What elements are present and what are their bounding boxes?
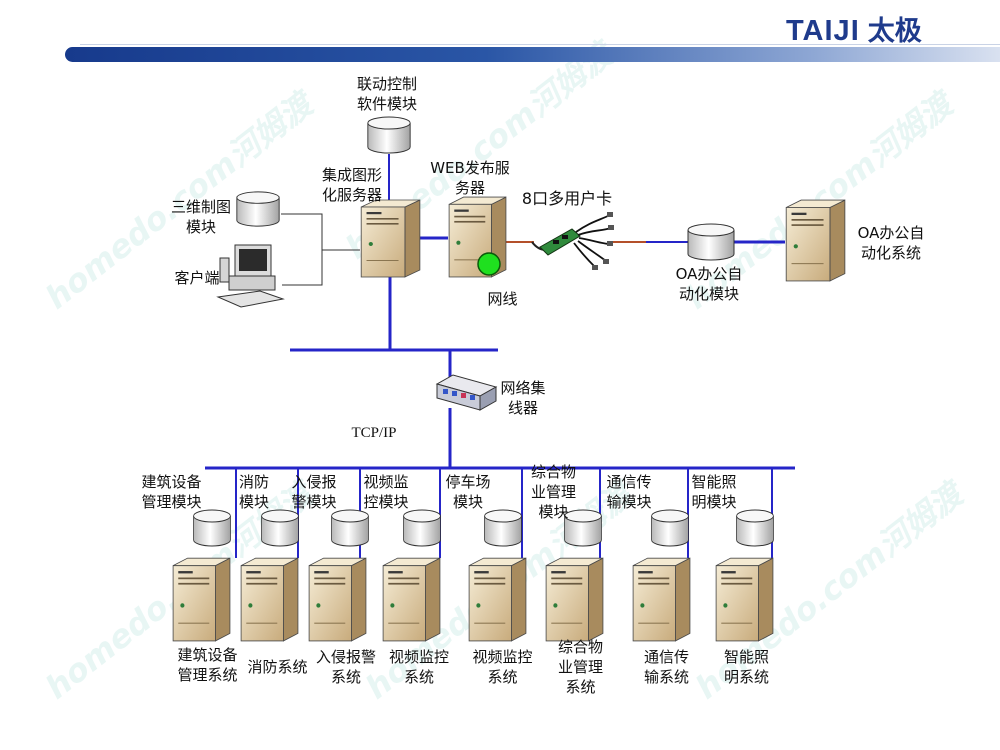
card-cable <box>577 240 607 262</box>
serial-card-icon <box>531 212 614 270</box>
hub-port <box>461 393 466 398</box>
client-computer-icon <box>216 244 285 308</box>
system-label: 综合物 业管理 系统 <box>557 638 603 696</box>
module-label: 视频监 控模块 <box>363 473 409 511</box>
speaker <box>219 257 230 283</box>
hub-label: 网络集 线器 <box>500 379 546 417</box>
card-cable <box>577 227 612 236</box>
card-connector <box>608 225 614 230</box>
system-label: 消防系统 <box>247 658 308 676</box>
card-chip <box>553 240 559 244</box>
system-label: 视频监控 系统 <box>472 648 533 686</box>
card-connector <box>592 265 598 270</box>
hub-port <box>443 389 448 394</box>
card-connector <box>607 241 613 246</box>
brand-name: TAIJI <box>786 15 860 47</box>
header-bar <box>65 47 1000 62</box>
system-label: 建筑设备 管理系统 <box>177 646 238 684</box>
modeling-module-label: 三维制图 模块 <box>170 198 231 236</box>
oa-module-label: OA办公自 动化模块 <box>675 265 743 303</box>
subsystem-database-icon <box>651 509 689 547</box>
card-chip <box>562 235 568 239</box>
module-label: 智能照 明模块 <box>691 473 737 511</box>
subsystem-server-icon <box>632 557 691 642</box>
subsystem-database-icon <box>193 509 231 547</box>
subsystem-database-icon <box>736 509 774 547</box>
subsystem-database-icon <box>261 509 299 547</box>
web-server-label: WEB发布服 务器 <box>430 159 510 197</box>
system-label: 入侵报警 系统 <box>315 648 376 686</box>
module-label: 综合物 业管理 模块 <box>530 463 576 521</box>
module-label: 建筑设备 管理模块 <box>141 473 202 511</box>
module-label: 通信传 输模块 <box>606 473 652 511</box>
hub-port <box>452 391 457 396</box>
network-hub-icon <box>435 374 498 411</box>
card-cable <box>578 237 611 245</box>
integrated-server-label: 集成图形 化服务器 <box>321 166 382 204</box>
protocol-label: TCP/IP <box>351 425 397 441</box>
card-connector <box>603 259 609 264</box>
subsystem-server-icon <box>308 557 367 642</box>
hub-side <box>479 386 497 411</box>
client-label: 客户端 <box>174 269 220 287</box>
header-divider <box>80 44 1000 45</box>
cable-label: 网线 <box>487 290 518 308</box>
linkage-module-label: 联动控制 软件模块 <box>356 75 417 113</box>
subsystem-server-icon <box>545 557 604 642</box>
hub-port <box>470 395 475 400</box>
system-label: 智能照 明系统 <box>723 648 769 686</box>
card-connector <box>607 212 613 217</box>
subsystem-server-icon <box>715 557 774 642</box>
subsystem-server-icon <box>172 557 231 642</box>
card-board <box>539 228 581 256</box>
modeling-database-icon <box>236 191 280 227</box>
status-led-icon <box>477 252 501 276</box>
subsystem-server-icon <box>240 557 299 642</box>
system-label: 视频监控 系统 <box>388 648 449 686</box>
monitor-screen <box>239 249 267 271</box>
subsystem-database-icon <box>484 509 522 547</box>
client-link-line <box>281 213 323 286</box>
computer-case <box>228 275 276 291</box>
serial-card-label: 8口多用户卡 <box>521 189 613 208</box>
oa-server-icon <box>785 199 846 282</box>
linkage-database-icon <box>367 116 411 154</box>
subsystem-server-icon <box>468 557 527 642</box>
subsystem-database-icon <box>331 509 369 547</box>
system-label: 通信传 输系统 <box>643 648 689 686</box>
oa-database-icon <box>687 223 735 261</box>
module-label: 停车场 模块 <box>445 473 491 511</box>
subsystem-server-icon <box>382 557 441 642</box>
module-label: 入侵报 警模块 <box>291 473 337 511</box>
module-label: 消防 模块 <box>238 473 269 511</box>
keyboard <box>216 290 285 308</box>
brand-name-cn: 太极 <box>867 16 922 47</box>
integrated-server-icon <box>360 199 421 278</box>
oa-system-label: OA办公自 动化系统 <box>857 224 925 262</box>
subsystem-database-icon <box>403 509 441 547</box>
